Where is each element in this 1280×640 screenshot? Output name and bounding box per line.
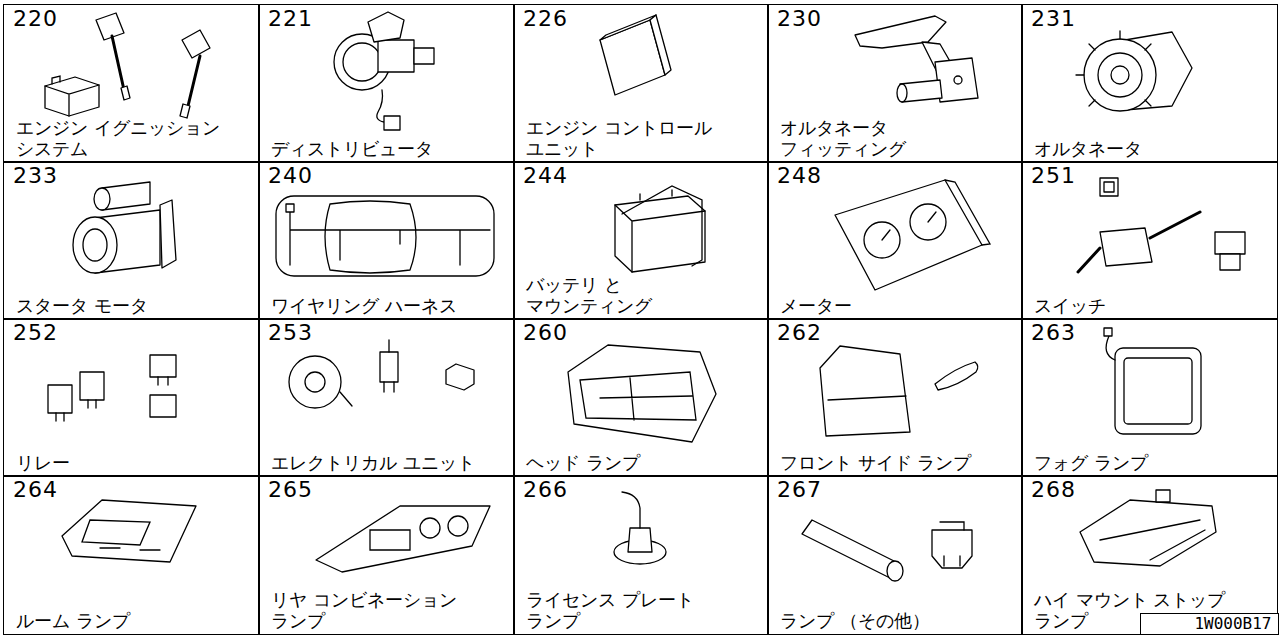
section-number: 231 bbox=[1031, 6, 1076, 32]
section-label: スタータ モータ bbox=[16, 295, 231, 316]
section-number: 248 bbox=[777, 163, 822, 189]
section-number: 265 bbox=[268, 477, 313, 503]
catalog-cell: 266 ライセンス プレート ランプ bbox=[513, 475, 769, 635]
section-number: 226 bbox=[523, 6, 568, 32]
catalog-cell: 240 ワイヤリング ハーネス bbox=[258, 161, 515, 320]
section-label: スイッチ bbox=[1034, 295, 1249, 316]
section-number: 244 bbox=[523, 163, 568, 189]
section-number: 264 bbox=[13, 477, 58, 503]
section-number: 266 bbox=[523, 477, 568, 503]
drawing-code-box: 1W000B17 bbox=[1140, 613, 1279, 635]
section-number: 253 bbox=[268, 320, 313, 346]
section-label: エレクトリカル ユニット bbox=[271, 452, 486, 473]
section-label: ランプ （その他） bbox=[780, 610, 995, 631]
section-label: ライセンス プレート ランプ bbox=[526, 589, 741, 631]
section-label: エンジン イグニッション システム bbox=[16, 117, 231, 159]
section-number: 268 bbox=[1031, 477, 1076, 503]
section-number: 240 bbox=[268, 163, 313, 189]
catalog-cell: 221 ディストリビュータ bbox=[258, 4, 515, 163]
section-number: 221 bbox=[268, 6, 313, 32]
catalog-cell: 264 ルーム ランプ bbox=[3, 475, 260, 635]
catalog-cell: 252 リレー bbox=[3, 318, 260, 477]
catalog-cell: 231 オルタネータ bbox=[1021, 4, 1278, 163]
section-number: 220 bbox=[13, 6, 58, 32]
catalog-cell: 248 メーター bbox=[767, 161, 1023, 320]
drawing-code: 1W000B17 bbox=[1141, 614, 1278, 633]
section-number: 263 bbox=[1031, 320, 1076, 346]
section-label: ディストリビュータ bbox=[271, 138, 486, 159]
catalog-cell: 220 エンジン イグニッション システム bbox=[3, 4, 260, 163]
catalog-cell: 262 フロント サイド ランプ bbox=[767, 318, 1023, 477]
section-label: リレー bbox=[16, 452, 231, 473]
section-label: フォグ ランプ bbox=[1034, 452, 1249, 473]
section-label: オルタネータ フィッティング bbox=[780, 117, 995, 159]
section-number: 260 bbox=[523, 320, 568, 346]
section-label: メーター bbox=[780, 295, 995, 316]
section-label: オルタネータ bbox=[1034, 138, 1249, 159]
catalog-cell: 263 フォグ ランプ bbox=[1021, 318, 1278, 477]
section-label: ヘッド ランプ bbox=[526, 452, 741, 473]
catalog-cell: 230 オルタネータ フィッティング bbox=[767, 4, 1023, 163]
section-label: ルーム ランプ bbox=[16, 610, 231, 631]
section-number: 230 bbox=[777, 6, 822, 32]
catalog-cell: 260 ヘッド ランプ bbox=[513, 318, 769, 477]
section-label: フロント サイド ランプ bbox=[780, 452, 995, 473]
section-label: ワイヤリング ハーネス bbox=[271, 295, 486, 316]
section-label: エンジン コントロール ユニット bbox=[526, 117, 741, 159]
catalog-cell: 265 リヤ コンビネーション ランプ bbox=[258, 475, 515, 635]
section-number: 267 bbox=[777, 477, 822, 503]
catalog-cell: 253 エレクトリカル ユニット bbox=[258, 318, 515, 477]
catalog-cell: 226 エンジン コントロール ユニット bbox=[513, 4, 769, 163]
section-label: バッテリ と マウンティング bbox=[526, 274, 741, 316]
catalog-cell: 244 バッテリ と マウンティング bbox=[513, 161, 769, 320]
section-label: リヤ コンビネーション ランプ bbox=[271, 589, 486, 631]
catalog-cell: 233 スタータ モータ bbox=[3, 161, 260, 320]
catalog-cell: 268ハイ マウント ストップ ランプ1W000B17 bbox=[1021, 475, 1278, 635]
section-number: 233 bbox=[13, 163, 58, 189]
section-number: 262 bbox=[777, 320, 822, 346]
catalog-cell: 267 ランプ （その他） bbox=[767, 475, 1023, 635]
section-number: 251 bbox=[1031, 163, 1076, 189]
catalog-cell: 251 スイッチ bbox=[1021, 161, 1278, 320]
section-number: 252 bbox=[13, 320, 58, 346]
